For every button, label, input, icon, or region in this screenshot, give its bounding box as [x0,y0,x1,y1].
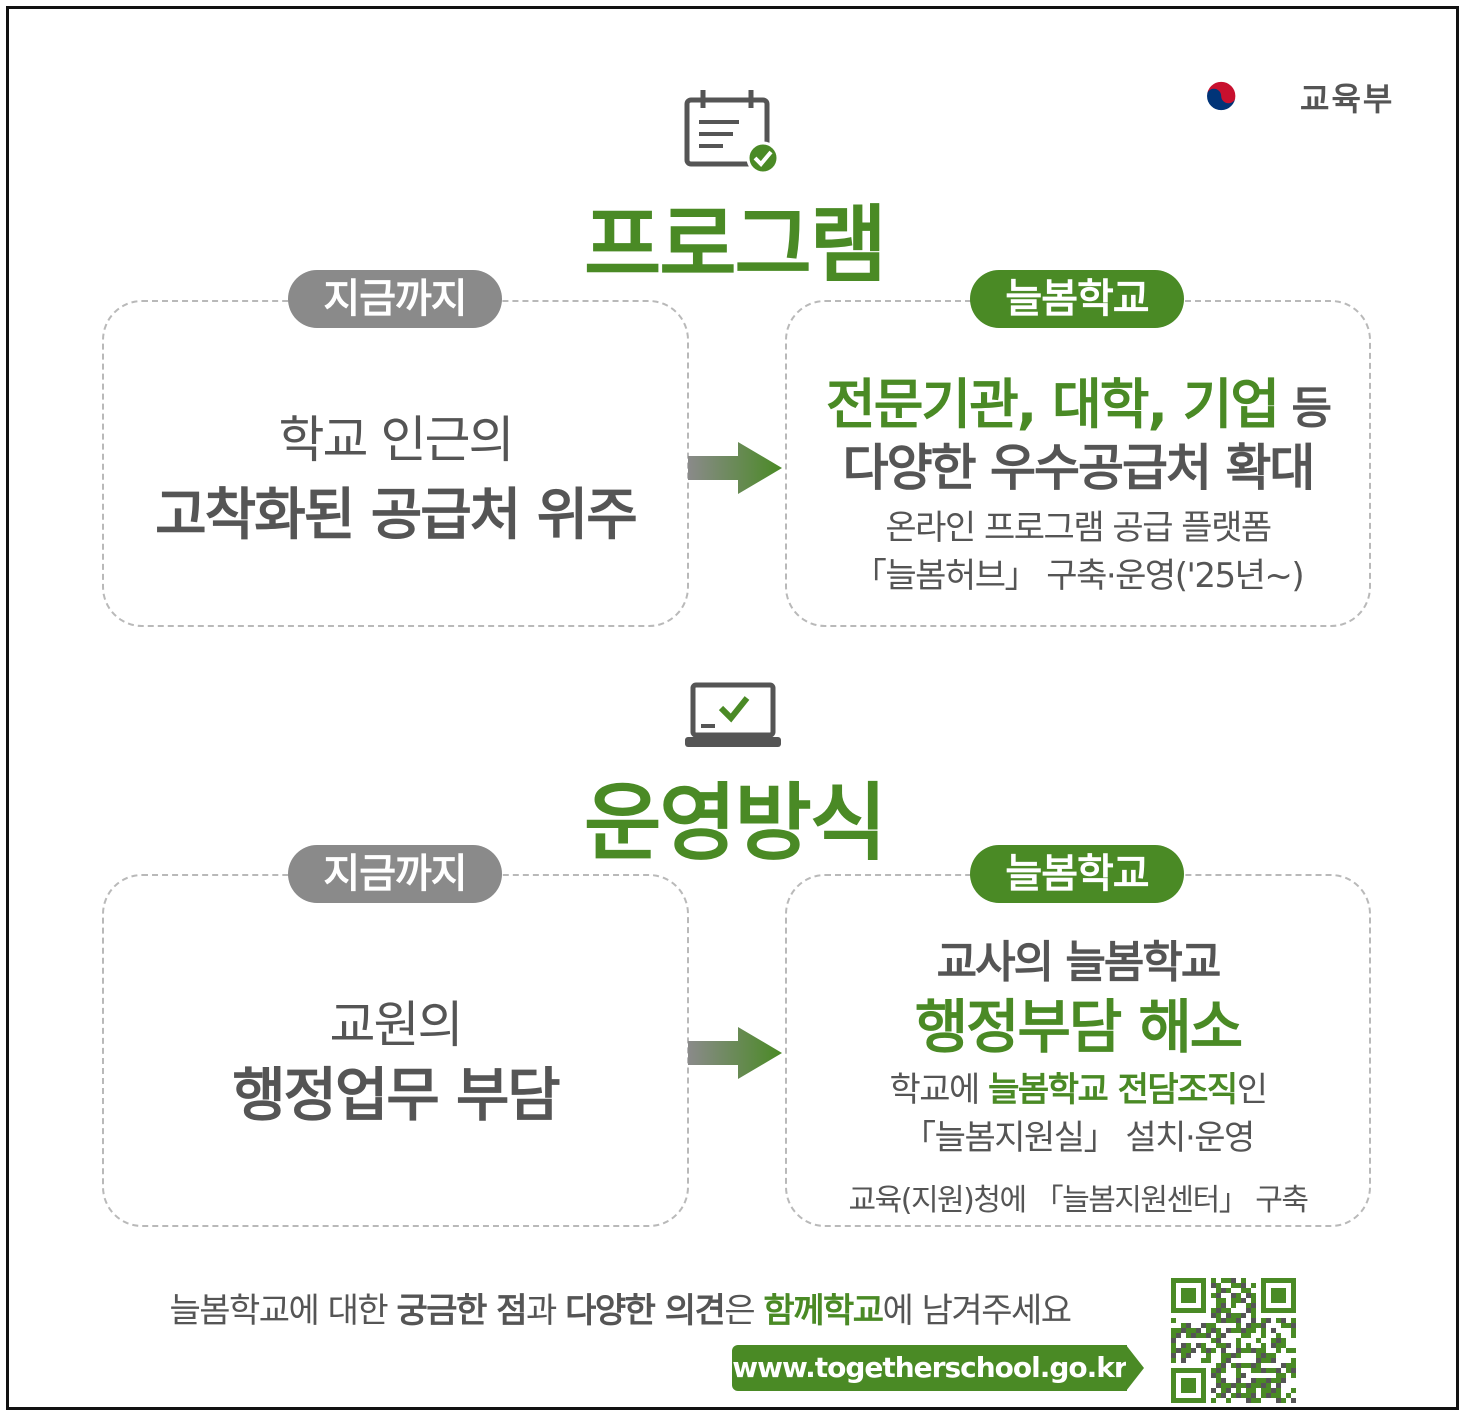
method-after-label: 늘봄학교 [970,845,1184,903]
footer-text-6: 함께학교 [763,1291,884,1331]
program-after-line2: 다양한 우수공급처 확대 [842,439,1316,497]
method-after-line3-prefix: 학교에 [889,1070,989,1110]
program-before-line1: 학교 인근의 [278,411,515,469]
program-title: 프로그램 [583,196,887,294]
footer-text-4: 다양한 의견 [565,1291,726,1331]
program-after-line1-suffix: 등 [1278,383,1331,434]
program-after-line4: 「늘봄허브」 구축·운영('25년~) [852,556,1305,596]
website-link[interactable]: www.togetherschool.go.kr [732,1345,1128,1391]
method-after-line3-green: 늘봄학교 전담조직 [988,1070,1238,1110]
method-after-line2: 행정부담 해소 [914,993,1243,1061]
footer-text-5: 은 [724,1291,764,1331]
method-after-line3-suffix: 인 [1236,1070,1268,1110]
page-frame [6,6,1459,1410]
url-tag-arrow [1126,1345,1144,1391]
ministry-name: 교육부 [1300,80,1395,118]
program-before-line2: 고착화된 공급처 위주 [155,483,638,548]
method-after-line3: 학교에 늘봄학교 전담조직인 [785,1062,1371,1111]
arrow-right-icon [688,442,782,494]
method-after-box [785,874,1371,1227]
program-before-label: 지금까지 [288,270,502,328]
program-after-line3: 온라인 프로그램 공급 플랫폼 [885,508,1272,548]
method-title: 운영방식 [583,774,887,872]
method-after-line5: 교육(지원)청에 「늘봄지원센터」 구축 [848,1183,1309,1218]
calendar-check-icon [684,90,780,175]
arrow-right-icon-2 [688,1027,782,1079]
program-after-line1-green: 전문기관, 대학, 기업 [826,373,1280,436]
footer-text-1: 늘봄학교에 대한 [169,1291,397,1331]
method-before-line1: 교원의 [329,996,464,1054]
footer-text-3: 과 [525,1291,566,1331]
footer-message: 늘봄학교에 대한 궁금한 점과 다양한 의견은 함께학교에 남겨주세요 [100,1283,1140,1332]
program-after-label: 늘봄학교 [970,270,1184,328]
method-before-label: 지금까지 [288,845,502,903]
qr-code-icon[interactable] [1171,1278,1296,1403]
program-after-line1: 전문기관, 대학, 기업 등 [785,360,1371,439]
method-before-box [102,874,689,1227]
method-after-line1: 교사의 늘봄학교 [936,937,1222,988]
footer-text-7: 에 남겨주세요 [882,1291,1073,1331]
footer-text-2: 궁금한 점 [396,1291,528,1331]
method-before-line2: 행정업무 부담 [232,1061,560,1129]
method-after-line4: 「늘봄지원실」 설치·운영 [902,1118,1255,1158]
government-logo-icon [1206,81,1237,111]
laptop-check-icon [685,682,781,747]
